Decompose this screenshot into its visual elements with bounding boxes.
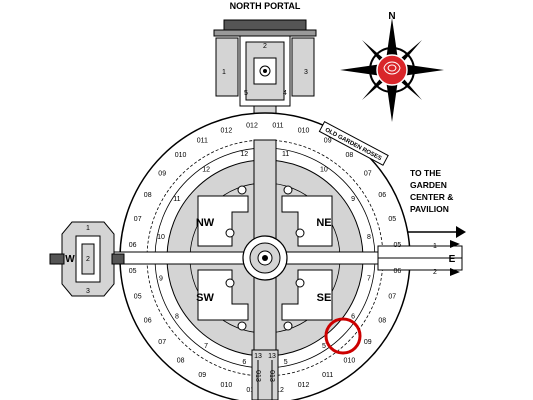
outer_ring-label[interactable]: 011 [322,372,333,379]
compass-north-label: N [388,11,395,22]
inner_ring-label[interactable]: 10 [157,234,165,241]
outer_ring-label[interactable]: 09 [198,372,206,379]
outer_ring-label[interactable]: 05 [134,293,142,300]
rose-icon [376,54,408,86]
to-garden-line2: GARDEN [410,180,447,190]
inner_ring-label[interactable]: 12 [240,151,248,158]
inner_ring-label[interactable]: 11 [173,196,180,203]
outer_ring-label[interactable]: 06 [129,242,137,249]
inner_ring-label[interactable]: 10 [320,167,328,174]
east-path-upper: 1 [433,243,437,250]
outer_ring-label[interactable]: 07 [364,170,372,177]
west-bed-bottom: 3 [86,288,90,295]
outer_ring-label[interactable]: 010 [298,128,310,135]
south-entry[interactable]: 13 13 013 013 [251,349,279,400]
outer_ring-label[interactable]: 08 [346,152,354,159]
outer-ring-bed-labels: 011 010 09 08 07 06 05 05 06 07 08 09 010 011 012 012 01… [129,122,402,394]
outer_ring-label[interactable]: 010 [344,358,356,365]
outer_ring-label[interactable]: 09 [158,170,166,177]
quadrant-ne[interactable]: NE [316,217,331,229]
inner_ring-label[interactable]: 8 [175,314,179,321]
portal-bed-inner-right: 4 [283,90,287,97]
to-garden-line3: CENTER & [410,192,453,202]
inner_ring-label[interactable]: 5 [322,343,326,350]
garden-center-arrow [456,226,466,238]
outer_ring-label[interactable]: 05 [388,216,396,223]
portal-bed-left: 1 [222,69,226,76]
north-portal-label: NORTH PORTAL [230,1,301,11]
quadrant-sw[interactable]: SW [196,292,214,304]
inner_ring-label[interactable]: 8 [367,234,371,241]
inner_ring-label[interactable]: 9 [159,276,163,283]
outer_ring-label[interactable]: 012 [246,122,258,129]
to-garden-line4: PAVILION [410,204,449,214]
outer_ring-label[interactable]: 07 [158,339,166,346]
east-gate-label: E [449,254,456,265]
outer_ring-label[interactable]: 08 [144,192,152,199]
outer_ring-label[interactable]: 05 [394,242,402,249]
inner-ring-bed-labels: 11 10 9 8 7 6 5 5 6 7 8 9 10 11 12 12 [157,151,371,366]
outer_ring-label[interactable]: 06 [378,192,386,199]
east-path-lower: 2 [433,269,437,276]
outer_ring-label[interactable]: 011 [197,138,208,145]
outer_ring-label[interactable]: 06 [394,268,402,275]
inner_ring-label[interactable]: 9 [351,196,355,203]
outer_ring-label[interactable]: 08 [177,358,185,365]
portal-bed-inner-left: 5 [244,90,248,97]
north-portal[interactable]: 2 1 3 5 4 [213,19,317,107]
central-fountain [242,235,288,281]
outer_ring-label[interactable]: 010 [221,382,233,389]
inner_ring-label[interactable]: 7 [204,343,208,350]
south-bed-d: 013 [268,370,275,382]
inner_ring-label[interactable]: 7 [367,276,371,283]
quadrant-nw[interactable]: NW [196,217,215,229]
portal-bed-top: 2 [263,43,267,50]
outer_ring-label[interactable]: 06 [144,318,152,325]
outer_ring-label[interactable]: 012 [298,382,310,389]
portal-bed-right: 3 [304,69,308,76]
quadrant-se[interactable]: SE [317,292,332,304]
west-gate[interactable]: 1 2 3 [49,221,125,297]
quadrant-panels [197,185,333,331]
highlight-circle[interactable] [324,317,362,355]
outer_ring-label[interactable]: 05 [129,268,137,275]
south-bed-b: 13 [268,353,276,360]
to-garden-line1: TO THE [410,168,441,178]
east-arrow-up [450,240,460,248]
outer_ring-label[interactable]: 012 [221,128,233,135]
outer_ring-label[interactable]: 07 [134,216,142,223]
west-bed-top: 1 [86,225,90,232]
inner_ring-label[interactable]: 5 [284,359,288,366]
outer_ring-label[interactable]: 010 [175,152,187,159]
outer_ring-label[interactable]: 011 [272,122,283,129]
west-bed-center: 2 [86,256,90,263]
south-bed-a: 13 [254,353,262,360]
inner_ring-label[interactable]: 6 [242,359,246,366]
outer_ring-label[interactable]: 09 [324,138,332,145]
inner_ring-label[interactable]: 12 [202,167,210,174]
outer_ring-label[interactable]: 09 [364,339,372,346]
outer_ring-label[interactable]: 08 [378,318,386,325]
west-gate-label: W [65,254,75,265]
compass-rose [340,18,444,122]
outer_ring-label[interactable]: 07 [388,293,396,300]
inner_ring-label[interactable]: 11 [282,151,289,158]
inner_ring-label[interactable]: 6 [351,314,355,321]
south-bed-c: 013 [254,370,261,382]
east-arrow-down [450,268,460,276]
